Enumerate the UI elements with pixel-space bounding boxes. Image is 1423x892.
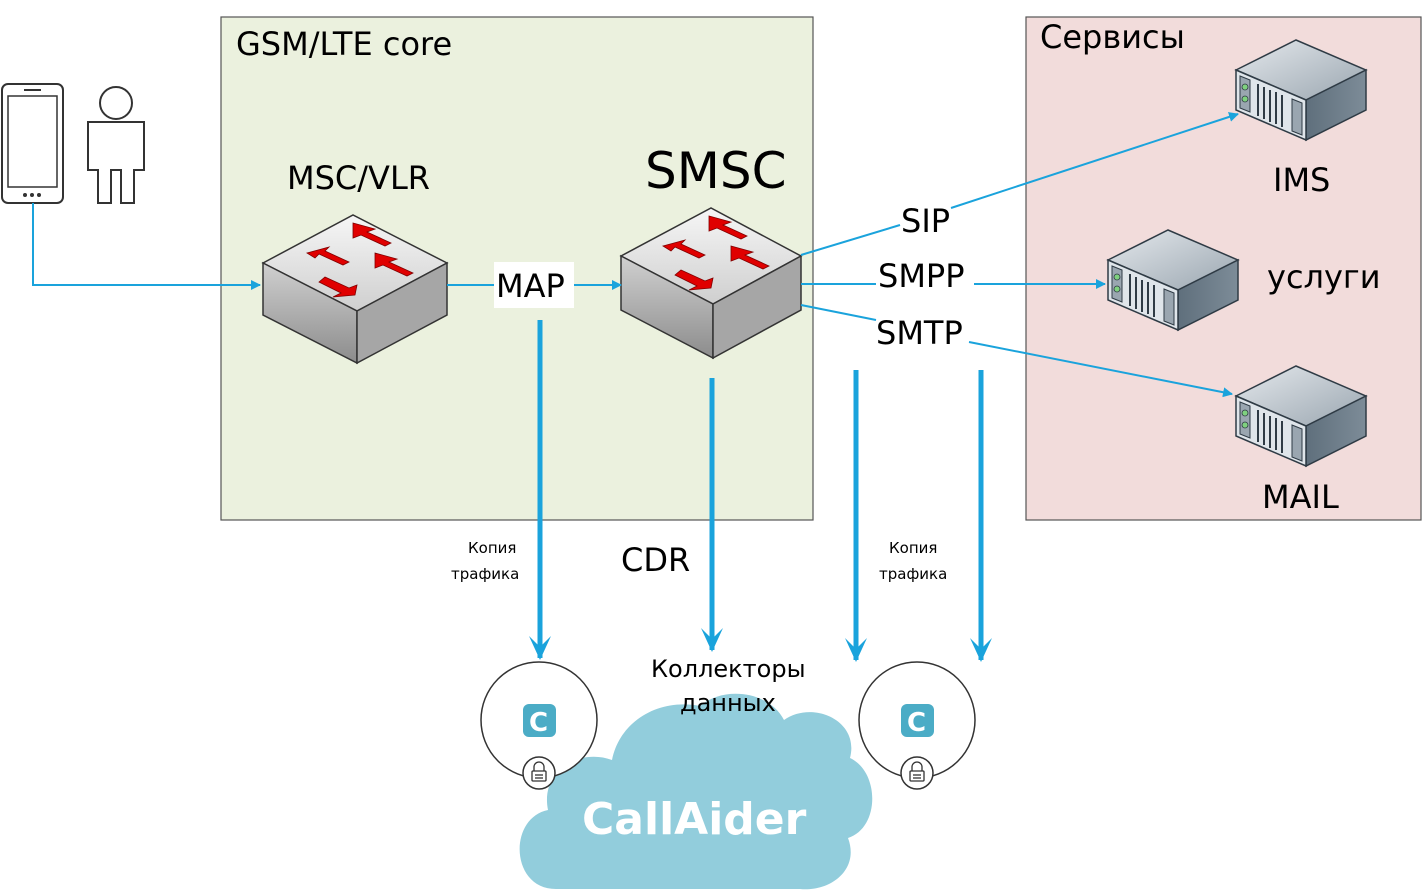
cdr-label: CDR [621,541,690,579]
collector-node-left: C [480,661,598,790]
callaider-cloud: CallAider [519,693,873,890]
collector-node-right: C [858,661,976,790]
connector-badge-icon [901,704,934,737]
sip-ims-connector [950,112,1239,209]
ims-label: IMS [1273,161,1330,199]
sip-connector [800,224,901,256]
collectors-line1: Коллекторы [651,655,806,683]
connector-badge-icon [523,704,556,737]
mail-label: MAIL [1262,478,1339,516]
smtp-connector [800,304,877,321]
smtp-label: SMTP [876,314,963,352]
lock-icon [531,761,547,782]
callaider-label: CallAider [582,794,807,845]
copy-traffic-left-line1: Копия [468,539,516,557]
phone-msc-connector [32,203,261,290]
copy-traffic-right-line2: трафика [879,565,947,583]
collectors-line2: данных [680,689,776,717]
msc-switch-icon [261,214,449,365]
connector-badge-letter: C [529,708,548,738]
copy-traffic-right-line1: Копия [889,539,937,557]
map-label: MAP [496,267,565,305]
smsc-switch-icon [619,207,803,360]
map-label-bg [494,262,574,308]
smartphone-icon [1,83,64,204]
lock-icon [909,761,925,782]
core-zone-title: GSM/LTE core [236,25,452,63]
uslugi-label: услуги [1267,258,1381,296]
msc-label: MSC/VLR [287,159,430,197]
smsc-label: SMSC [645,142,787,200]
copy-traffic-left-line2: трафика [451,565,519,583]
sip-label: SIP [901,202,950,240]
services-zone-title: Сервисы [1040,18,1185,56]
smtp-mail-connector [968,341,1233,398]
smpp-label: SMPP [878,257,965,295]
connector-badge-letter: C [907,708,926,738]
person-icon [87,86,145,204]
